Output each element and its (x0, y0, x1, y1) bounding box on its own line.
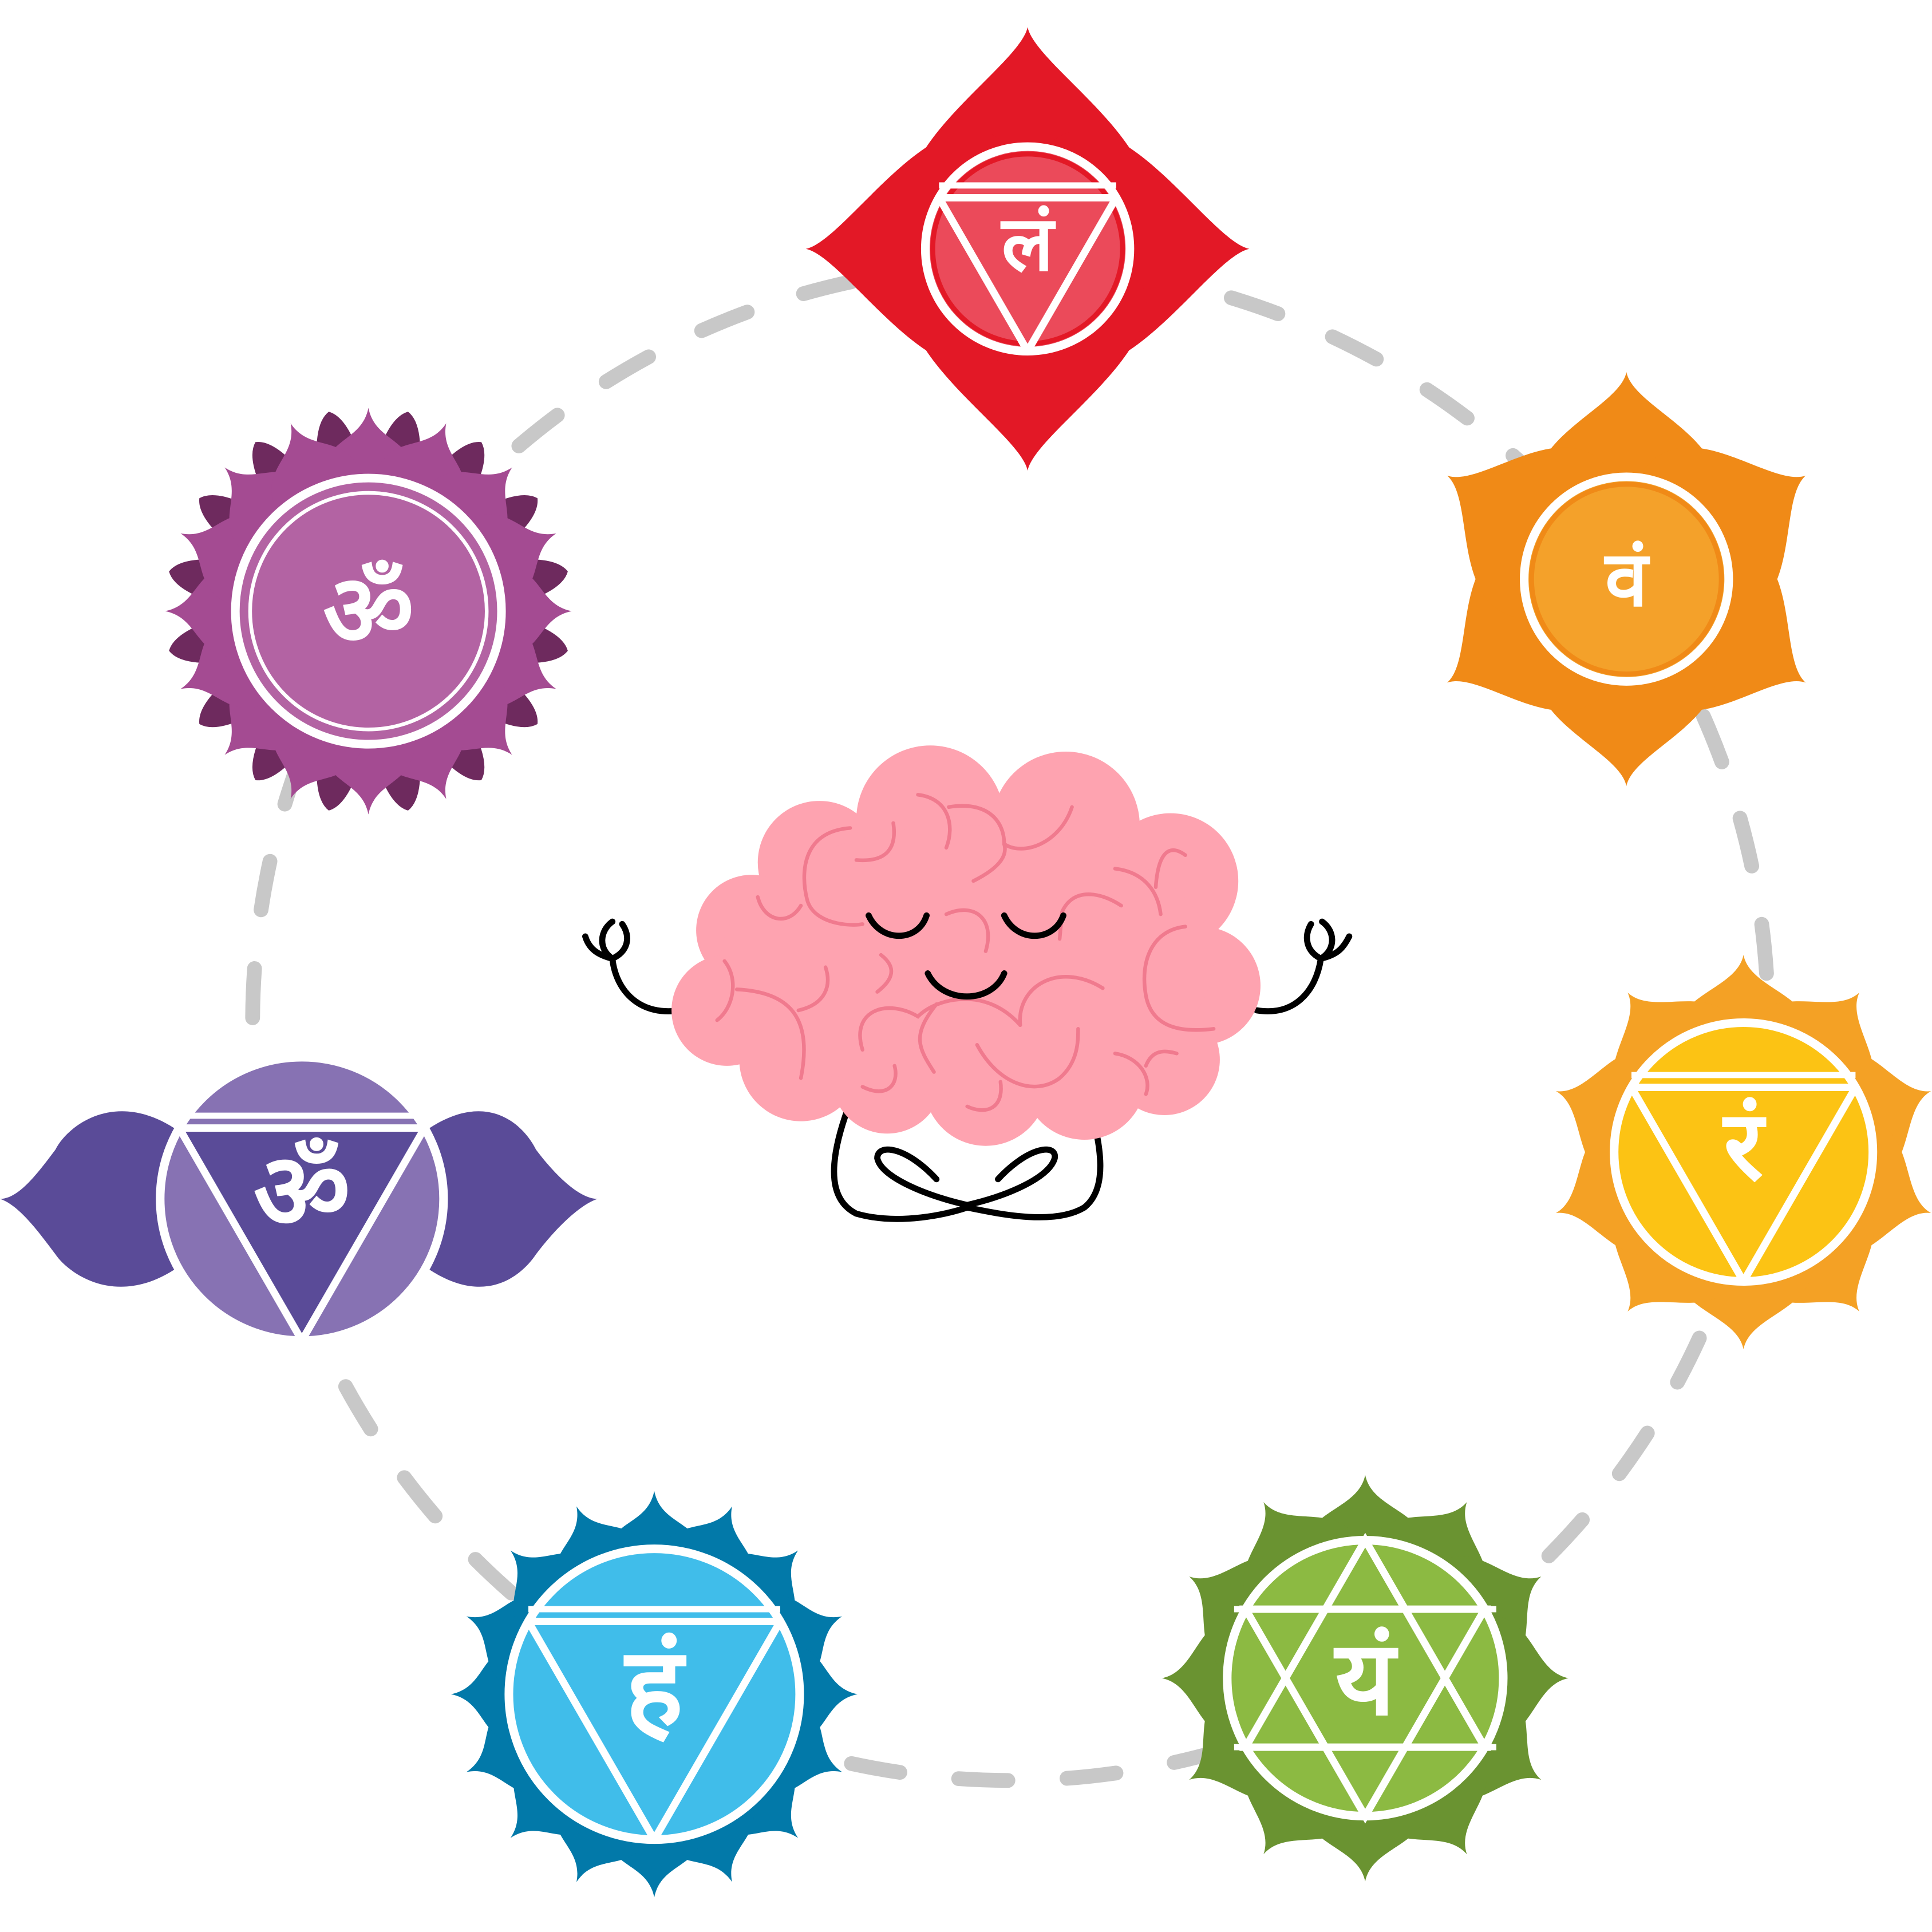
smile (924, 970, 1008, 999)
brain-face (866, 912, 1066, 999)
chakra-third-eye: ॐ (0, 1053, 598, 1345)
chakra-root: लं (805, 27, 1250, 471)
chakra-crown: ॐ (165, 408, 572, 815)
brain-arms (582, 918, 1353, 1014)
bija-mantra-symbol: रं (1722, 1089, 1767, 1202)
chakra-heart: यं (1161, 1475, 1569, 1882)
chakra-throat: हं (451, 1491, 858, 1898)
bija-mantra-symbol: हं (623, 1623, 686, 1751)
bija-mantra-symbol: वं (1603, 535, 1650, 624)
chakra-disc (231, 473, 506, 749)
chakra-disc (1520, 472, 1733, 686)
triangle (175, 1124, 429, 1345)
left-eye (866, 912, 930, 939)
right-wing (425, 1111, 598, 1287)
triangle (935, 194, 1120, 355)
brain-folds (715, 793, 1216, 1112)
inner-ring (248, 491, 489, 732)
meditating-brain (582, 745, 1353, 1222)
bija-mantra-symbol: ॐ (323, 553, 414, 669)
triangle (524, 1618, 784, 1844)
disc-ring (1529, 481, 1724, 677)
chakra-sacral: वं (1447, 372, 1806, 787)
chakra-solar-plexus: रं (1556, 955, 1931, 1349)
bija-mantra-symbol: ॐ (254, 1130, 350, 1254)
bija-mantra-symbol: लं (1000, 199, 1056, 289)
bija-mantra-symbol: यं (1333, 1618, 1398, 1739)
right-eye (1001, 912, 1066, 939)
brain-legs (831, 1105, 1104, 1222)
left-wing (0, 1111, 179, 1287)
triangle (1627, 1084, 1859, 1285)
